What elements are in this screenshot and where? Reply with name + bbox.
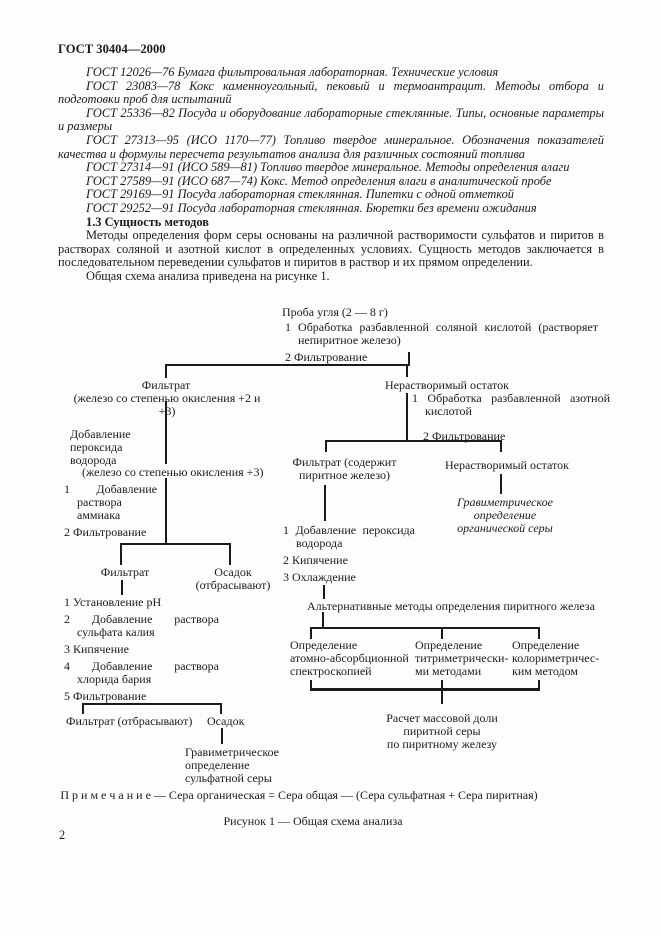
- body-paragraph: Методы определения форм серы основаны на…: [58, 228, 604, 270]
- connector: [406, 364, 408, 377]
- connector: [220, 703, 222, 714]
- reference-item: ГОСТ 12026—76 Бумага фильтровальная лабо…: [86, 65, 499, 79]
- flow-node-alt-methods-title: Альтернативные методы определения пиритн…: [307, 599, 595, 613]
- connector: [310, 627, 540, 629]
- connector: [121, 580, 123, 595]
- flow-step: 3 Охлаждение: [283, 570, 356, 584]
- connector: [406, 393, 408, 440]
- flow-step-hcl: 1 Обработка разбавленной соляной кислото…: [285, 320, 598, 347]
- connector: [221, 728, 223, 744]
- reference-item: ГОСТ 29169—91 Посуда лабораторная стекля…: [86, 187, 514, 202]
- connector: [165, 364, 167, 378]
- flow-node-insoluble1: Нерастворимый остаток: [385, 378, 509, 392]
- connector: [325, 440, 502, 442]
- connector: [500, 474, 502, 494]
- connector: [82, 703, 84, 714]
- flow-step: 2 Кипячение: [283, 553, 348, 567]
- connector: [165, 401, 167, 464]
- connector: [323, 585, 325, 599]
- flow-node-iron3: (железо со степенью окисления +3): [82, 465, 264, 479]
- connector: [324, 485, 326, 521]
- flow-step: 1 Добавление пероксида водорода: [283, 523, 415, 550]
- connector: [441, 691, 443, 704]
- connector: [538, 627, 540, 639]
- flow-steps-pyrite: 1 Добавление пероксида водорода 2 Кипяче…: [283, 524, 415, 588]
- connector: [229, 543, 231, 565]
- flow-steps-sulfate: 1 Установление pH 2 Добавление раствора …: [64, 596, 219, 707]
- connector: [120, 543, 231, 545]
- flow-step-ammonia: 1 Добавление раствора аммиака: [64, 482, 157, 522]
- figure-flowchart: Проба угля (2 — 8 г) 1 Обработка разбавл…: [0, 300, 661, 860]
- page-number: 2: [59, 828, 66, 842]
- body-paragraph: Общая схема анализа приведена на рисунке…: [86, 268, 330, 283]
- document-header: ГОСТ 30404—2000: [58, 42, 166, 56]
- flow-node-method-colorimetric: Определение колориметричес- ким методом: [512, 638, 600, 678]
- flow-step-nitric: 1 Обработка разбавленной азотной кислото…: [412, 391, 610, 418]
- flow-node-filtrate-pyrite: Фильтрат (содержит пиритное железо): [292, 455, 397, 482]
- connector: [325, 440, 327, 452]
- flow-node-filtrate2: Фильтрат: [100, 565, 150, 579]
- flow-step: 1 Установление pH: [64, 595, 162, 609]
- flow-node-calc-pyrite: Расчет массовой доли пиритной серы по пи…: [386, 711, 498, 751]
- flow-step-filter: 2 Фильтрование: [285, 350, 368, 364]
- connector: [322, 612, 324, 628]
- reference-item: ГОСТ 27314—91 (ИСО 589—81) Топливо тверд…: [86, 160, 570, 175]
- section-heading: 1.3 Сущность методов: [86, 214, 209, 229]
- flow-step-filter3: 2 Фильтрование: [423, 429, 506, 443]
- flow-node-filtrate1-sub: (железо со степенью окисления +2 и +3): [73, 391, 261, 418]
- connector: [408, 352, 410, 364]
- reference-item: ГОСТ 25336—82 Посуда и оборудование лабо…: [58, 105, 604, 134]
- flow-node-grav-sulfate: Гравиметрическое определение сульфатной …: [185, 745, 280, 785]
- flow-node-method-aas: Определение атомно-абсорбционной спектро…: [290, 638, 409, 678]
- flow-node-grav-organic: Гравиметрическое определение органическо…: [457, 495, 553, 535]
- connector: [165, 478, 167, 545]
- reference-item: ГОСТ 29252—91 Посуда лабораторная стекля…: [86, 200, 537, 215]
- connector: [441, 627, 443, 639]
- flow-step: 4 Добавление раствора хлорида бария: [64, 659, 219, 686]
- flow-node-method-titrimetric: Определение титриметрически- ми методами: [415, 638, 509, 678]
- flow-node-insoluble2: Нерастворимый остаток: [445, 458, 569, 472]
- flow-step: 2 Добавление раствора сульфата калия: [64, 612, 219, 639]
- connector: [310, 627, 312, 639]
- connector: [310, 680, 312, 688]
- reference-item: ГОСТ 27313—95 (ИСО 1170—77) Топливо твер…: [58, 132, 604, 161]
- connector: [120, 543, 122, 565]
- reference-item: ГОСТ 23083—78 Кокс каменноугольный, пеко…: [58, 78, 604, 107]
- flow-node-filtrate-discard: Фильтрат (отбрасывают): [66, 714, 193, 728]
- flow-step: 5 Фильтрование: [64, 689, 147, 703]
- connector: [310, 688, 540, 691]
- flow-label-peroxide: Добавление пероксида водорода: [70, 427, 131, 467]
- connector: [165, 364, 410, 366]
- flow-node-sediment-discard: Осадок (отбрасывают): [195, 565, 271, 592]
- flow-node-filtrate1: Фильтрат: [141, 378, 191, 392]
- reference-item: ГОСТ 27589—91 (ИСО 687—74) Кокс. Метод о…: [86, 173, 552, 188]
- flow-node-sample: Проба угля (2 — 8 г): [282, 305, 388, 319]
- connector: [500, 440, 502, 452]
- intro-text-block: ГОСТ 12026—76 Бумага фильтровальная лабо…: [58, 65, 604, 284]
- flow-step-filter2: 2 Фильтрование: [64, 525, 147, 539]
- figure-caption: Рисунок 1 — Общая схема анализа: [223, 814, 403, 828]
- connector: [538, 680, 540, 688]
- connector: [441, 680, 443, 688]
- flow-step: 3 Кипячение: [64, 642, 129, 656]
- flow-node-sediment2: Осадок: [207, 714, 245, 728]
- connector: [82, 703, 222, 705]
- figure-note: П р и м е ч а н и е — Сера органическая …: [60, 788, 538, 802]
